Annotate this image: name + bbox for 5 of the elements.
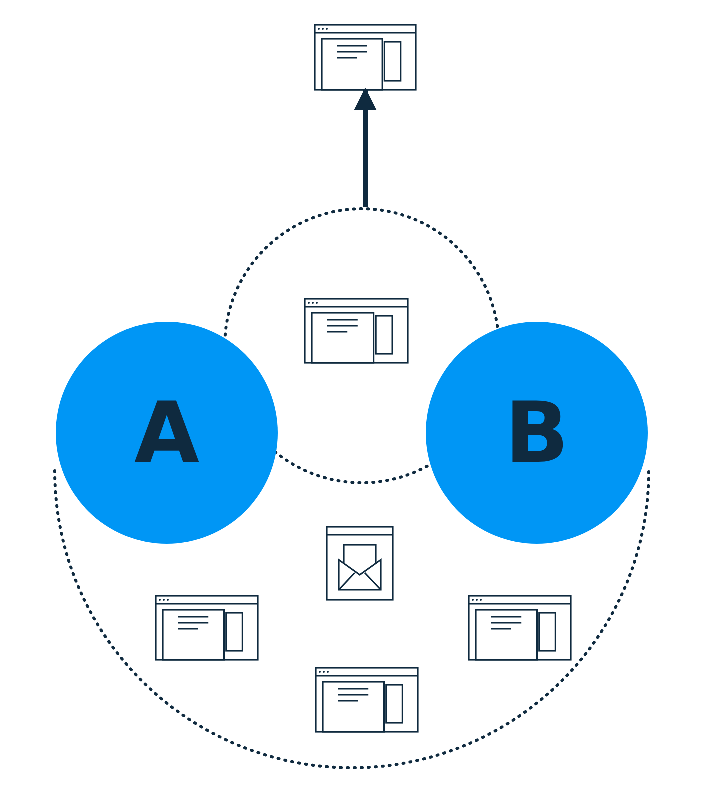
arrow [354, 88, 377, 207]
dotted-circle [223, 207, 501, 485]
circle-letter: A [134, 384, 200, 482]
webpage-icon [314, 24, 417, 91]
circle-letter: B [504, 384, 570, 482]
